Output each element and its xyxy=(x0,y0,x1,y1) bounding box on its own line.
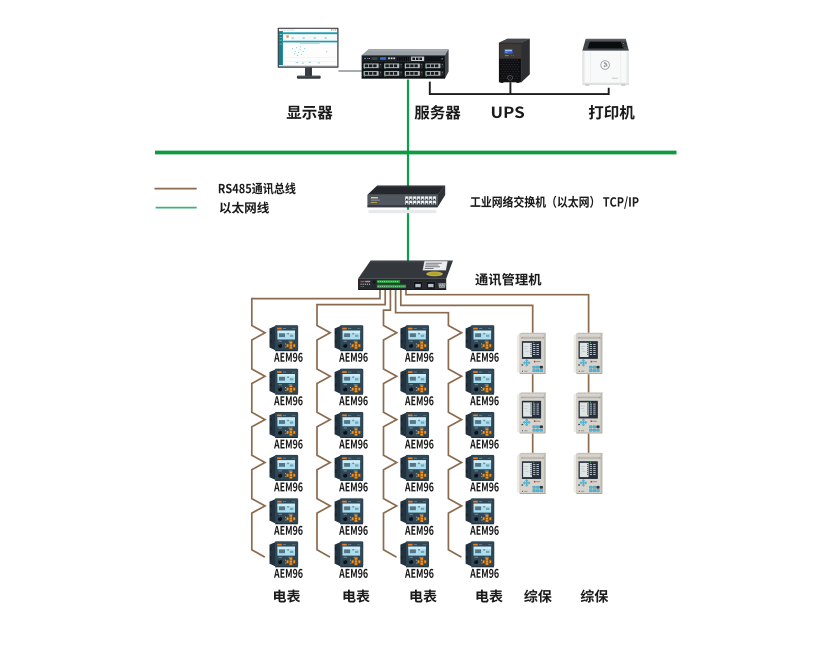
meter-model-label-col4-row5 xyxy=(470,525,499,535)
meter-model-label-col2-row1 xyxy=(339,352,368,362)
printer-graphic xyxy=(582,38,629,86)
meter-graphic-col1-row1 xyxy=(269,324,299,352)
relay-column-label-2 xyxy=(580,589,609,603)
rs485-branch-meter-col1 xyxy=(250,289,381,558)
meter-model-label-col1-row5 xyxy=(274,525,303,535)
monitor-label xyxy=(286,105,333,120)
relay-column-label-1 xyxy=(524,589,552,603)
gateway-graphic xyxy=(358,260,453,290)
meter-model-label-col4-row4 xyxy=(470,482,499,492)
meter-model-label-col2-row6 xyxy=(339,568,368,578)
relay-graphic-col2-row1 xyxy=(573,332,604,375)
meter-model-label-col2-row4 xyxy=(339,482,368,492)
meter-graphic-col3-row5 xyxy=(399,497,430,525)
ups-graphic xyxy=(498,38,530,83)
meter-model-label-col3-row1 xyxy=(404,352,434,362)
meter-graphic-col3-row2 xyxy=(399,367,430,396)
meter-model-label-col4-row3 xyxy=(470,439,499,449)
meter-graphic-col2-row1 xyxy=(334,324,364,352)
meter-model-label-col1-row4 xyxy=(274,482,303,492)
meter-graphic-col4-row2 xyxy=(465,367,495,396)
meter-graphic-col2-row2 xyxy=(334,367,364,396)
monitor-graphic xyxy=(277,27,339,79)
meter-graphic-col3-row4 xyxy=(399,453,430,482)
meter-model-label-col3-row4 xyxy=(404,482,434,492)
rs485-branch-meter-col2 xyxy=(316,289,387,558)
relay-graphic-col2-row3 xyxy=(573,452,604,495)
meter-model-label-col3-row6 xyxy=(404,568,434,578)
meter-graphic-col3-row6 xyxy=(399,540,430,568)
meter-model-label-col4-row6 xyxy=(470,568,499,578)
meter-model-label-col2-row5 xyxy=(339,525,368,535)
meter-graphic-col2-row3 xyxy=(334,410,364,439)
meter-model-label-col4-row2 xyxy=(470,396,499,406)
meter-graphic-col3-row1 xyxy=(399,324,430,352)
meter-model-label-col2-row3 xyxy=(339,439,368,449)
rs485-branch-relay-col1 xyxy=(399,289,534,453)
switch-graphic xyxy=(367,185,446,214)
server-label xyxy=(414,105,461,120)
printer-label xyxy=(588,105,635,120)
meter-graphic-col4-row3 xyxy=(465,410,495,439)
meter-graphic-col4-row5 xyxy=(465,497,495,525)
meter-column-label-4 xyxy=(476,589,503,603)
meter-model-label-col3-row3 xyxy=(404,439,434,449)
rs485-branch-meter-col3 xyxy=(382,289,399,558)
meter-graphic-col4-row1 xyxy=(465,324,495,352)
meter-model-label-col1-row2 xyxy=(274,396,303,406)
meter-column-label-2 xyxy=(343,589,370,603)
meter-model-label-col1-row3 xyxy=(274,439,303,449)
legend-rs485-label xyxy=(218,182,296,195)
meter-model-label-col3-row2 xyxy=(404,396,434,406)
meter-model-label-col3-row5 xyxy=(404,525,434,535)
meter-model-label-col1-row6 xyxy=(274,568,303,578)
gateway-label xyxy=(475,273,542,286)
legend-ethernet-label xyxy=(219,201,269,214)
meter-graphic-col4-row4 xyxy=(465,453,495,482)
meter-graphic-col1-row5 xyxy=(269,497,299,525)
meter-model-label-col2-row2 xyxy=(339,396,368,406)
meter-model-label-col4-row1 xyxy=(470,352,499,362)
server-ups-printer-cable xyxy=(428,81,610,96)
relay-graphic-col2-row2 xyxy=(573,391,604,434)
meter-graphic-col3-row3 xyxy=(399,410,430,439)
meter-graphic-col2-row6 xyxy=(334,540,364,568)
meter-column-label-1 xyxy=(274,589,301,603)
server-graphic xyxy=(361,49,449,79)
meter-graphic-col1-row2 xyxy=(269,367,299,396)
relay-devices xyxy=(516,332,604,495)
meter-model-label-col1-row1 xyxy=(274,352,303,362)
meter-graphic-col1-row3 xyxy=(269,410,299,439)
meter-graphic-col2-row5 xyxy=(334,497,364,525)
switch-label xyxy=(470,195,639,209)
relay-graphic-col1-row1 xyxy=(516,332,548,375)
meter-column-label-3 xyxy=(410,589,437,603)
wiring-layer xyxy=(154,70,677,558)
meter-graphic-col4-row6 xyxy=(465,540,495,568)
ups-label xyxy=(491,106,525,119)
relay-graphic-col1-row3 xyxy=(516,452,548,495)
rs485-branch-meter-col4 xyxy=(394,289,464,558)
meter-devices xyxy=(269,324,495,568)
meter-graphic-col2-row4 xyxy=(334,453,364,482)
relay-graphic-col1-row2 xyxy=(516,391,548,434)
meter-graphic-col1-row4 xyxy=(269,453,299,482)
meter-graphic-col1-row6 xyxy=(269,540,299,568)
rs485-branch-relay-col2 xyxy=(405,289,590,453)
